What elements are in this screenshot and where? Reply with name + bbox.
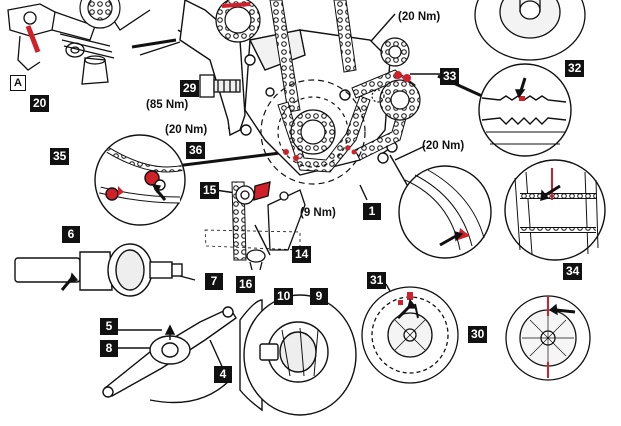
crankshaft-sprocket <box>260 79 366 185</box>
callout-16: 16 <box>236 276 256 293</box>
callout-30: 30 <box>468 326 488 343</box>
torque-top: (20 Nm) <box>398 11 441 23</box>
inset-crank-mark <box>398 165 492 259</box>
seal-and-cover-9-10 <box>239 294 357 416</box>
inset-gear-mark-32 <box>478 63 572 157</box>
callout-31: 31 <box>367 272 387 289</box>
torque-left: (20 Nm) <box>165 124 208 136</box>
camshaft-sprocket-right <box>79 0 121 29</box>
inset-label-a: A <box>10 75 26 91</box>
callout-4: 4 <box>214 366 232 383</box>
callout-7: 7 <box>205 273 223 290</box>
callout-34: 34 <box>563 263 583 280</box>
torque-right: (20 Nm) <box>422 140 465 152</box>
auxiliary-sprockets <box>371 37 421 121</box>
pulley-30 <box>505 295 591 381</box>
callout-6: 6 <box>62 226 80 243</box>
callout-32: 32 <box>565 60 585 77</box>
callout-15: 15 <box>200 182 220 199</box>
inset-double-sprocket-34 <box>504 159 606 261</box>
callout-33: 33 <box>440 68 460 85</box>
gear-31 <box>361 286 459 384</box>
callout-29: 29 <box>180 80 200 97</box>
callout-8: 8 <box>100 340 118 357</box>
torque-bolt-29: (85 Nm) <box>146 99 189 111</box>
torque-small: (9 Nm) <box>300 207 336 219</box>
locking-tool-6-7 <box>14 243 183 297</box>
callout-5: 5 <box>100 318 118 335</box>
camshaft-sprocket-left <box>215 0 261 43</box>
holding-tool-4-5-8 <box>102 306 237 404</box>
callout-1: 1 <box>363 203 381 220</box>
callout-35: 35 <box>50 148 70 165</box>
inset-a-drawing <box>2 0 152 85</box>
callout-10: 10 <box>274 288 294 305</box>
top-right-pulley <box>474 0 586 61</box>
callout-20: 20 <box>30 95 50 112</box>
callout-9: 9 <box>310 288 328 305</box>
bolt-29-drawing <box>199 74 241 98</box>
inset-chain-alignment <box>94 134 186 226</box>
tensioner-guide-drawing <box>204 181 306 271</box>
callout-36: 36 <box>186 142 206 159</box>
callout-14: 14 <box>292 246 312 263</box>
